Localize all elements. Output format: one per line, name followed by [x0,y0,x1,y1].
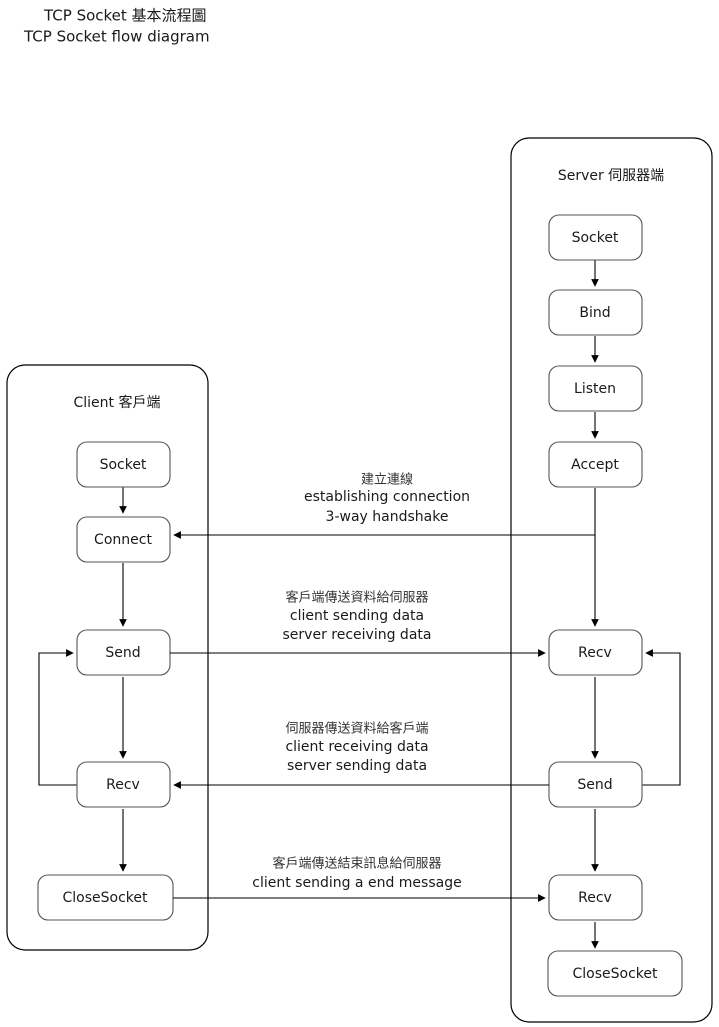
node-client-send[interactable]: Send [76,629,171,676]
annotation-handshake-en2: 3-way handshake [326,509,449,525]
node-server-recv1-box [548,629,643,676]
annotation-client-send-data-en1: client sending data [290,608,424,624]
node-server-closesocket-label: CloseSocket [573,966,659,982]
node-server-recv1[interactable]: Recv [548,629,643,676]
node-server-closesocket[interactable]: CloseSocket [547,950,683,997]
annotation-server-send-data: 伺服器傳送資料給客戶端 client receiving data server… [285,721,428,775]
annotation-client-send-data: 客戶端傳送資料給伺服器 client sending data server r… [283,590,432,644]
node-server-bind-label: Bind [579,305,610,321]
node-server-socket[interactable]: Socket [548,214,643,261]
node-server-recv2-box [548,874,643,921]
annotation-end-message-cn: 客戶端傳送結束訊息給伺服器 [272,856,441,872]
annotation-server-send-data-en1: client receiving data [285,739,428,755]
annotation-handshake: 建立連線 establishing connection 3-way hands… [304,472,470,526]
diagram-title-en: TCP Socket flow diagram [23,28,210,46]
annotation-handshake-en1: establishing connection [304,489,470,505]
node-server-send[interactable]: Send [548,761,643,808]
node-server-recv1-label: Recv [578,645,612,661]
node-client-recv-box [76,761,171,808]
node-server-socket-box [548,214,643,261]
node-server-accept[interactable]: Accept [548,441,643,488]
edge-server-send-loop-to-recv [642,649,681,786]
server-panel-header: Server 伺服器端 [558,168,664,184]
annotation-client-send-data-en2: server receiving data [283,627,432,643]
node-client-closesocket[interactable]: CloseSocket [37,874,174,921]
node-client-connect-label: Connect [94,532,152,548]
node-client-connect[interactable]: Connect [76,516,171,563]
node-server-send-label: Send [577,777,612,793]
node-server-socket-label: Socket [572,230,619,246]
node-server-accept-label: Accept [571,457,619,473]
annotation-server-send-data-en2: server sending data [287,758,427,774]
annotation-server-send-data-cn: 伺服器傳送資料給客戶端 [285,721,428,737]
edge-client-recv-loop-to-send [38,649,77,786]
node-client-closesocket-label: CloseSocket [63,890,149,906]
node-server-listen-label: Listen [574,381,616,397]
node-server-recv2-label: Recv [578,890,612,906]
node-client-socket[interactable]: Socket [76,441,171,488]
annotation-end-message: 客戶端傳送結束訊息給伺服器 client sending a end messa… [252,856,461,892]
annotation-end-message-en1: client sending a end message [252,875,461,891]
annotation-client-send-data-cn: 客戶端傳送資料給伺服器 [285,590,428,606]
node-server-listen[interactable]: Listen [548,365,643,412]
node-client-socket-box [76,441,171,488]
node-client-send-label: Send [105,645,140,661]
node-client-recv-label: Recv [106,777,140,793]
diagram-title-cn: TCP Socket 基本流程圖 [43,7,207,25]
node-server-accept-box [548,441,643,488]
node-server-bind-box [548,289,643,336]
node-client-recv[interactable]: Recv [76,761,171,808]
annotation-handshake-cn: 建立連線 [361,472,413,488]
node-server-recv2[interactable]: Recv [548,874,643,921]
node-client-connect-box [76,516,171,563]
node-server-closesocket-box [547,950,683,997]
node-server-listen-box [548,365,643,412]
client-panel-header: Client 客戶端 [74,394,161,411]
node-server-bind[interactable]: Bind [548,289,643,336]
node-client-socket-label: Socket [100,457,147,473]
